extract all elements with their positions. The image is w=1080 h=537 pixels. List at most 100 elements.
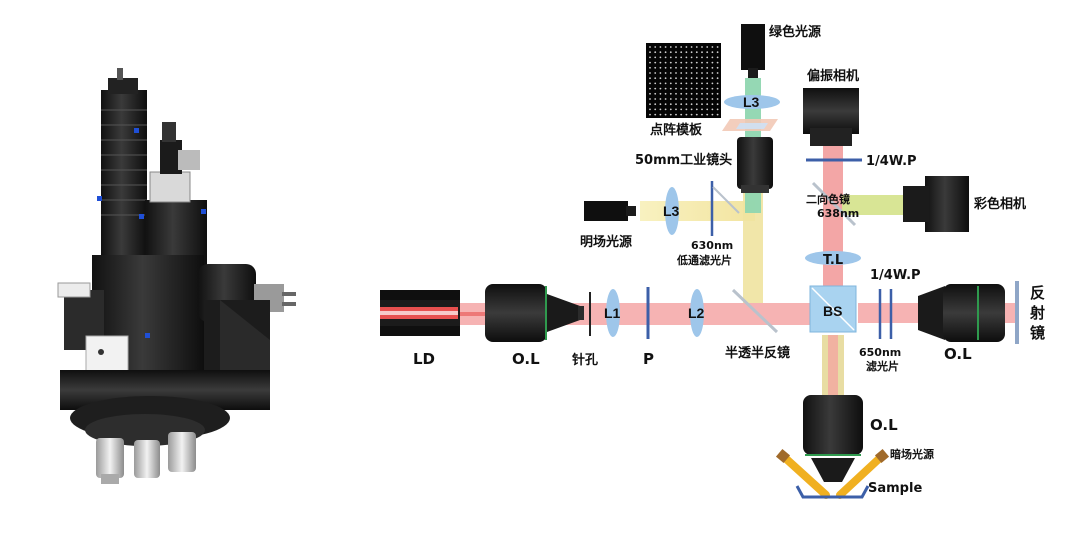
template-dot	[680, 87, 683, 90]
label-dark-source: 暗场光源	[890, 447, 934, 461]
template-dot	[680, 103, 683, 106]
template-dot	[695, 66, 698, 69]
template-dot	[690, 61, 693, 64]
template-dot	[664, 66, 667, 69]
sample-stage	[795, 485, 870, 499]
template-dot	[695, 77, 698, 80]
template-dot	[659, 77, 662, 80]
template-dot	[701, 56, 703, 59]
laser-diode	[380, 290, 460, 336]
template-dot	[659, 87, 662, 90]
template-dot	[659, 56, 662, 59]
template-dot	[659, 82, 662, 85]
template-dot	[649, 77, 651, 80]
label-half-mirror: 半透半反镜	[725, 345, 790, 361]
template-dot	[695, 92, 698, 95]
template-dot	[711, 92, 714, 95]
template-dot	[654, 77, 657, 80]
lens-l3-top	[724, 95, 780, 109]
label-bandpass-2: 滤光片	[866, 359, 899, 373]
template-dot	[675, 92, 677, 95]
template-dot	[654, 98, 657, 100]
color-camera-beam	[842, 195, 910, 215]
template-dot	[706, 108, 709, 111]
template-dot	[706, 87, 709, 90]
label-sample: Sample	[868, 481, 922, 496]
template-dot	[680, 82, 683, 85]
template-dot	[711, 46, 714, 48]
template-dot	[649, 98, 651, 100]
template-dot	[659, 103, 662, 106]
template-dot	[669, 92, 672, 95]
template-dot	[664, 87, 667, 90]
template-dot	[711, 66, 714, 69]
beam-splitter	[809, 285, 857, 333]
template-dot	[649, 66, 651, 69]
template-dot	[649, 61, 651, 64]
label-bright-source: 明场光源	[580, 234, 632, 250]
template-dot	[659, 92, 662, 95]
template-dot	[669, 72, 672, 74]
template-dot	[654, 87, 657, 90]
template-dot	[706, 77, 709, 80]
template-dot	[706, 82, 709, 85]
template-dot	[664, 82, 667, 85]
template-dot	[664, 92, 667, 95]
template-dot	[654, 108, 657, 111]
template-dot	[701, 92, 703, 95]
template-dot	[664, 46, 667, 48]
dichroic-mirror	[811, 181, 857, 227]
template-dot	[716, 56, 719, 59]
template-dot	[649, 82, 651, 85]
dark-field-source	[775, 448, 890, 499]
template-dot	[680, 108, 683, 111]
template-dot	[685, 77, 688, 80]
template-dot	[701, 108, 703, 111]
template-dot	[659, 113, 662, 116]
label-qwp-top: 1/4W.P	[866, 154, 917, 169]
template-dot	[685, 103, 688, 106]
template-dot	[701, 82, 703, 85]
objective-bottom	[803, 395, 863, 482]
label-bandpass-1: 650nm	[859, 346, 901, 359]
template-dot	[690, 98, 693, 100]
template-dot	[711, 103, 714, 106]
template-dot	[654, 82, 657, 85]
template-dot	[695, 87, 698, 90]
template-dot	[654, 46, 657, 48]
label-color-camera: 彩色相机	[973, 196, 1026, 212]
template-dot	[649, 72, 651, 74]
template-dot	[695, 82, 698, 85]
template-dot	[701, 51, 703, 54]
template-dot	[695, 72, 698, 74]
template-dot	[664, 61, 667, 64]
template-dot	[649, 113, 651, 116]
template-dot	[654, 103, 657, 106]
template-dot	[711, 77, 714, 80]
objective-right	[918, 284, 1005, 342]
template-dot	[716, 98, 719, 100]
template-dot	[680, 98, 683, 100]
template-dot	[690, 72, 693, 74]
template-dot	[654, 92, 657, 95]
template-dot	[706, 92, 709, 95]
template-dot	[695, 113, 698, 116]
template-dot	[716, 87, 719, 90]
template-dot	[669, 82, 672, 85]
template-dot	[711, 72, 714, 74]
template-dot	[701, 98, 703, 100]
template-dot	[669, 113, 672, 116]
template-dot	[659, 72, 662, 74]
label-objective-left: O.L	[512, 350, 540, 368]
lens-l2	[690, 289, 704, 337]
template-dot	[685, 98, 688, 100]
template-dot	[685, 92, 688, 95]
template-dot	[664, 98, 667, 100]
template-dot	[701, 77, 703, 80]
industrial-lens	[737, 137, 773, 193]
template-dot	[690, 77, 693, 80]
label-lens-l3-left: L3	[663, 203, 680, 219]
label-polar-camera: 偏振相机	[807, 68, 859, 84]
label-pinhole: 针孔	[571, 352, 598, 368]
color-camera	[903, 176, 969, 232]
